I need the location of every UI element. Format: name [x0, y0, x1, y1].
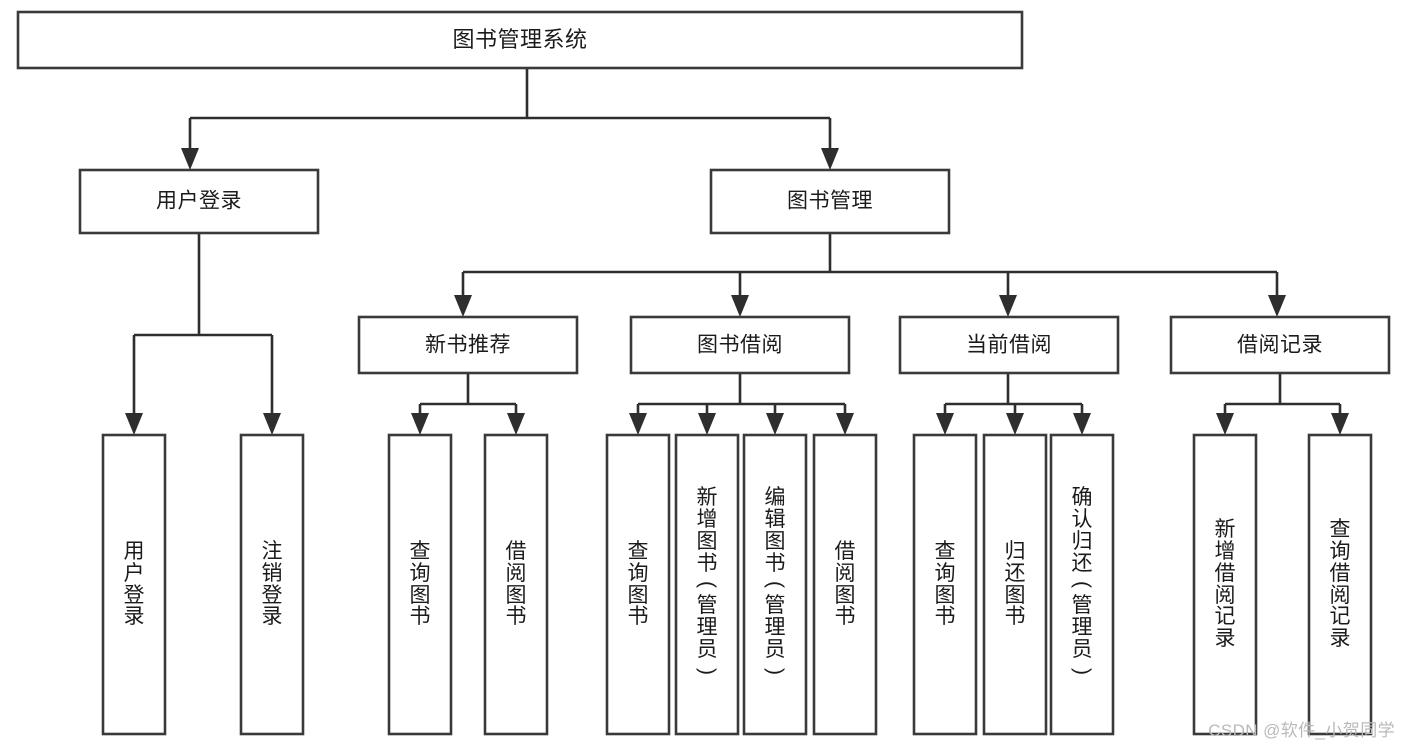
- arrow-to-login: [181, 148, 199, 170]
- leaf-label-5: 查询图书: [627, 539, 649, 629]
- arrow-to-leaf-8: [836, 413, 854, 435]
- node-bookmgmt-box[interactable]: [709, 168, 951, 235]
- node-bookmgmt[interactable]: 图书管理: [709, 168, 951, 235]
- connector-group: [125, 68, 1349, 435]
- node-root-box[interactable]: [16, 10, 1024, 70]
- leaf-box-group: [101, 433, 1373, 736]
- leaf-label-12: 新增借阅记录: [1214, 518, 1236, 651]
- arrow-to-newbook: [454, 295, 472, 317]
- node-root-label: 图书管理系统: [452, 27, 587, 52]
- arrow-to-leaf-7: [766, 413, 784, 435]
- arrow-to-bookmgmt: [821, 148, 839, 170]
- node-current-label: 当前借阅: [966, 334, 1052, 357]
- leaf-box-6[interactable]: [674, 433, 740, 736]
- leaf-box-13[interactable]: [1307, 433, 1373, 736]
- arrow-to-leaf-10: [1006, 413, 1024, 435]
- node-login-label: 用户登录: [156, 190, 242, 213]
- leaf-box-10[interactable]: [982, 433, 1048, 736]
- node-borrow[interactable]: 图书借阅: [629, 315, 851, 375]
- arrow-to-borrow: [731, 295, 749, 317]
- leaf-label-8: 借阅图书: [834, 539, 856, 629]
- leaf-box-5[interactable]: [605, 433, 671, 736]
- arrow-to-leaf-3: [411, 413, 429, 435]
- leaf-box-2[interactable]: [239, 433, 305, 736]
- node-login-box[interactable]: [78, 168, 320, 235]
- leaf-box-9[interactable]: [912, 433, 978, 736]
- arrow-to-leaf-1: [125, 413, 143, 435]
- csdn-watermark: CSDN @软件_小贺同学: [1208, 721, 1395, 740]
- leaf-label-6: 新增图书(管理员): [695, 486, 719, 675]
- arrow-to-current: [999, 295, 1017, 317]
- leaf-box-1[interactable]: [101, 433, 167, 736]
- leaf-box-11[interactable]: [1049, 433, 1115, 736]
- node-record[interactable]: 借阅记录: [1169, 315, 1391, 375]
- leaf-box-3[interactable]: [387, 433, 453, 736]
- node-root[interactable]: 图书管理系统: [16, 10, 1024, 70]
- arrow-to-leaf-13: [1331, 413, 1349, 435]
- node-borrow-box[interactable]: [629, 315, 851, 375]
- node-record-label: 借阅记录: [1237, 334, 1323, 357]
- leaf-label-7: 编辑图书(管理员): [763, 486, 787, 675]
- arrow-to-leaf-2: [263, 413, 281, 435]
- leaf-label-1: 用户登录: [123, 539, 145, 629]
- arrow-to-leaf-4: [507, 413, 525, 435]
- leaf-label-11: 确认归还(管理员): [1070, 486, 1094, 675]
- arrow-to-leaf-11: [1073, 413, 1091, 435]
- arrow-to-leaf-5: [629, 413, 647, 435]
- node-newbook-label: 新书推荐: [425, 334, 511, 357]
- node-newbook[interactable]: 新书推荐: [357, 315, 579, 375]
- leaf-label-3: 查询图书: [409, 539, 431, 629]
- arrow-to-leaf-6: [698, 413, 716, 435]
- node-newbook-box[interactable]: [357, 315, 579, 375]
- leaf-label-10: 归还图书: [1004, 539, 1026, 629]
- node-record-box[interactable]: [1169, 315, 1391, 375]
- node-login[interactable]: 用户登录: [78, 168, 320, 235]
- leaf-label-2: 注销登录: [261, 539, 283, 629]
- leaf-label-4: 借阅图书: [505, 539, 527, 629]
- node-current-box[interactable]: [898, 315, 1120, 375]
- leaf-box-7[interactable]: [742, 433, 808, 736]
- node-current[interactable]: 当前借阅: [898, 315, 1120, 375]
- node-borrow-label: 图书借阅: [697, 334, 783, 357]
- leaf-box-4[interactable]: [483, 433, 549, 736]
- leaf-box-12[interactable]: [1192, 433, 1258, 736]
- leaf-box-8[interactable]: [812, 433, 878, 736]
- node-bookmgmt-label: 图书管理: [787, 190, 873, 213]
- leaf-label-13: 查询借阅记录: [1329, 518, 1351, 651]
- arrow-to-leaf-9: [936, 413, 954, 435]
- arrow-to-record: [1268, 295, 1286, 317]
- leaf-label-9: 查询图书: [934, 539, 956, 629]
- arrow-to-leaf-12: [1216, 413, 1234, 435]
